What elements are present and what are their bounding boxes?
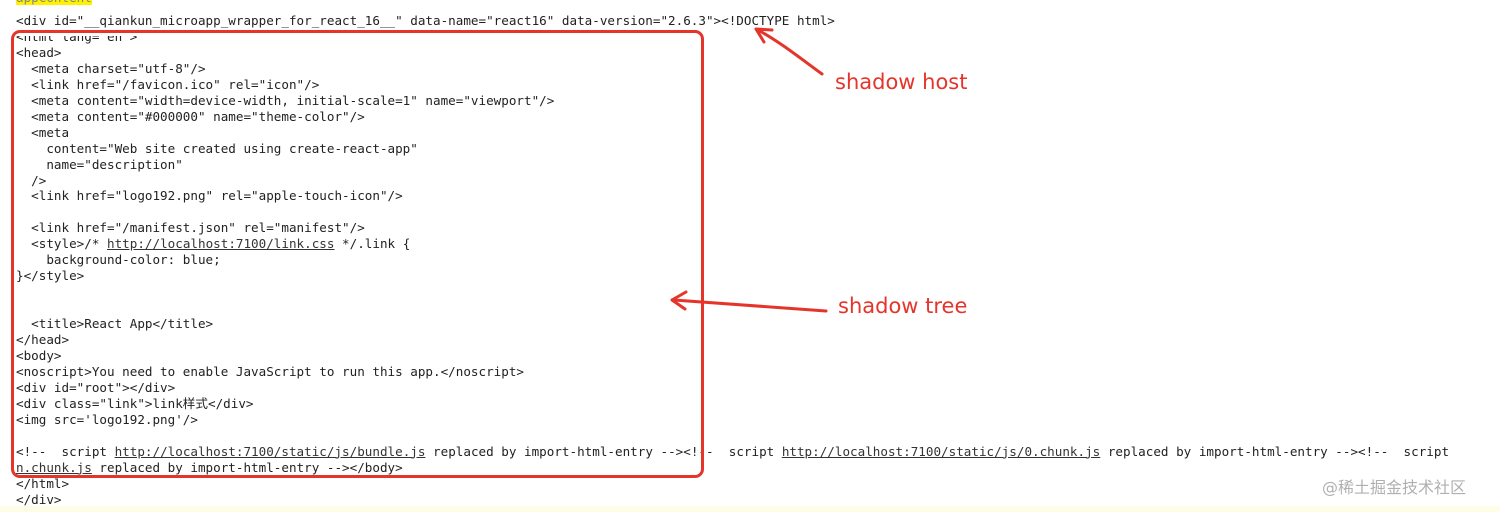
code-text: <link href="logo192.png" rel="apple-touc…: [16, 188, 403, 204]
code-line: n.chunk.js replaced by import-html-entry…: [16, 460, 403, 476]
code-text: name="description": [16, 156, 183, 172]
code-line: <link href="/manifest.json" rel="manifes…: [16, 220, 365, 236]
code-line: />: [16, 173, 46, 189]
code-line: <meta: [16, 125, 69, 141]
code-line: <link href="logo192.png" rel="apple-touc…: [16, 188, 403, 204]
code-text: <style>/*: [16, 236, 107, 252]
code-text: <!-- script: [16, 443, 115, 459]
code-text: replaced by import-html-entry --></body>: [91, 459, 403, 475]
code-text: <div class="link">link样式</div>: [16, 395, 254, 411]
code-text: <div id="root"></div>: [16, 379, 176, 395]
code-line: <div id="root"></div>: [16, 380, 175, 396]
code-text: }</style>: [16, 268, 85, 284]
shadow-tree-highlight-box: [11, 30, 704, 478]
code-url-link[interactable]: n.chunk.js: [16, 459, 92, 475]
code-line: <title>React App</title>: [16, 316, 213, 332]
bottom-strip: [0, 506, 1500, 512]
code-line: <!-- script http://localhost:7100/static…: [16, 444, 1449, 460]
code-line: <link href="/favicon.ico" rel="icon"/>: [16, 77, 319, 93]
code-text: replaced by import-html-entry --><!-- sc…: [425, 443, 782, 459]
code-line: <body>: [16, 348, 62, 364]
code-line: <head>: [16, 45, 62, 61]
code-line: </html>: [16, 476, 69, 492]
code-line: <noscript>You need to enable JavaScript …: [16, 364, 524, 380]
code-text: <meta charset="utf-8"/>: [16, 60, 206, 76]
highlighted-fragment: appContent: [16, 0, 92, 6]
code-line: <meta content="width=device-width, initi…: [16, 93, 554, 109]
code-text: <head>: [16, 44, 62, 60]
code-url-link[interactable]: http://localhost:7100/link.css: [107, 236, 335, 252]
highlighted-text: appContent: [16, 0, 92, 5]
code-text: <title>React App</title>: [16, 316, 214, 332]
code-url-link[interactable]: http://localhost:7100/static/js/bundle.j…: [114, 443, 426, 459]
arrow-to-shadow-tree: [670, 290, 828, 313]
code-line: <meta content="#000000" name="theme-colo…: [16, 109, 365, 125]
code-line: background-color: blue;: [16, 252, 221, 268]
code-text: <meta content="#000000" name="theme-colo…: [16, 108, 365, 124]
code-line: </div>: [16, 492, 62, 508]
code-line: <style>/* http://localhost:7100/link.css…: [16, 236, 410, 252]
code-text: <img src='logo192.png'/>: [16, 411, 198, 427]
code-line: <meta charset="utf-8"/>: [16, 60, 206, 77]
shadow-tree-label: shadow tree: [838, 294, 968, 318]
arrow-to-shadow-host: [754, 27, 824, 76]
code-text: */.link {: [334, 236, 411, 252]
code-line: <div class="link">link样式</div>: [16, 396, 254, 412]
code-text: <link href="/favicon.ico" rel="icon"/>: [16, 76, 320, 92]
code-text: <link href="/manifest.json" rel="manifes…: [16, 220, 365, 236]
code-text: content="Web site created using create-r…: [16, 140, 418, 156]
code-text: <meta: [16, 124, 70, 140]
code-text: </html>: [16, 475, 70, 491]
code-text: replaced by import-html-entry --><!-- sc…: [1100, 443, 1450, 459]
code-line: name="description": [16, 156, 183, 173]
code-text: </head>: [16, 332, 70, 347]
code-url-link[interactable]: http://localhost:7100/static/js/0.chunk.…: [781, 443, 1101, 459]
code-text: background-color: blue;: [16, 252, 221, 268]
shadow-host-label: shadow host: [835, 70, 968, 94]
code-text: <noscript>You need to enable JavaScript …: [16, 363, 524, 379]
code-text: <div id="__qiankun_microapp_wrapper_for_…: [16, 13, 835, 28]
code-text: </div>: [16, 491, 62, 507]
code-line: <img src='logo192.png'/>: [16, 412, 198, 428]
code-line: </head>: [16, 332, 69, 348]
code-text: <body>: [16, 347, 62, 363]
code-text: <meta content="width=device-width, initi…: [16, 92, 555, 108]
code-line: }</style>: [16, 268, 84, 284]
code-text: />: [16, 172, 47, 188]
code-line: <div id="__qiankun_microapp_wrapper_for_…: [16, 13, 835, 29]
watermark: @稀土掘金技术社区: [1322, 478, 1467, 497]
code-line: content="Web site created using create-r…: [16, 141, 418, 157]
